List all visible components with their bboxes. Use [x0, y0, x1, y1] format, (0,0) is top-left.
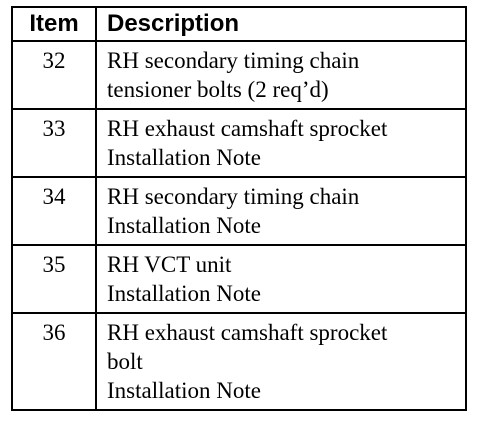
item-number: 32 — [11, 40, 97, 110]
description-line: tensioner bolts (2 req’d) — [107, 77, 329, 102]
item-description: RH VCT unit Installation Note — [95, 244, 467, 314]
description-line: Installation Note — [107, 281, 261, 306]
description-line: RH VCT unit — [107, 252, 232, 277]
table-row: 36 RH exhaust camshaft sprocket bolt Ins… — [11, 312, 467, 411]
table-row: 33 RH exhaust camshaft sprocket Installa… — [11, 108, 467, 178]
item-number: 35 — [11, 244, 97, 314]
item-description: RH exhaust camshaft sprocket Installatio… — [95, 108, 467, 178]
column-header-item: Item — [11, 6, 97, 42]
item-number: 36 — [11, 312, 97, 411]
description-line: Installation Note — [107, 378, 261, 403]
item-description: RH exhaust camshaft sprocket bolt Instal… — [95, 312, 467, 411]
table-header-row: Item Description — [11, 6, 467, 42]
description-line: RH secondary timing chain — [107, 184, 360, 209]
description-line: bolt — [107, 349, 143, 374]
description-line: RH secondary timing chain — [107, 48, 360, 73]
item-description: RH secondary timing chain tensioner bolt… — [95, 40, 467, 110]
table-row: 35 RH VCT unit Installation Note — [11, 244, 467, 314]
item-number: 34 — [11, 176, 97, 246]
table-row: 34 RH secondary timing chain Installatio… — [11, 176, 467, 246]
item-description: RH secondary timing chain Installation N… — [95, 176, 467, 246]
item-number: 33 — [11, 108, 97, 178]
column-header-description: Description — [95, 6, 467, 42]
description-line: RH exhaust camshaft sprocket — [107, 116, 388, 141]
parts-table: Item Description 32 RH secondary timing … — [11, 6, 467, 411]
description-line: Installation Note — [107, 213, 261, 238]
description-line: Installation Note — [107, 145, 261, 170]
description-line: RH exhaust camshaft sprocket — [107, 320, 388, 345]
table-row: 32 RH secondary timing chain tensioner b… — [11, 40, 467, 110]
